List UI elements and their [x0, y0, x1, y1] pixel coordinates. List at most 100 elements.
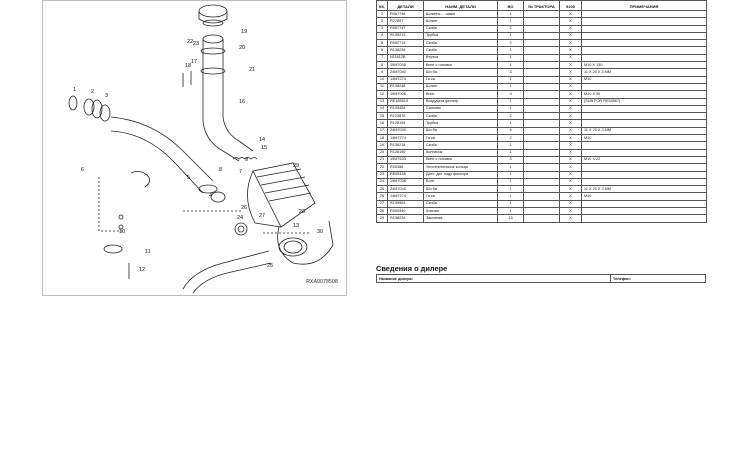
- item-number-cell: 4: [376, 31, 388, 41]
- tractor-number-cell: [523, 31, 560, 41]
- part-number-cell: 14M7274: [387, 134, 424, 143]
- parts-table: КК. ДЕТАЛИ НАИМ. ДЕТАЛИ ВО № ТРАКТОРА 91…: [376, 0, 707, 223]
- item-number-cell: 2: [376, 17, 388, 26]
- part-number-cell: R139963: [387, 199, 424, 209]
- model-mark-cell: X: [559, 199, 582, 209]
- table-header-row: КК. ДЕТАЛИ НАИМ. ДЕТАЛИ ВО № ТРАКТОРА 91…: [376, 0, 707, 11]
- quantity-cell: 1: [497, 192, 524, 201]
- part-name-cell: Датч. диг. поду фильтра: [423, 170, 498, 179]
- model-mark-cell: X: [559, 46, 582, 55]
- tractor-number-cell: [523, 17, 560, 26]
- item-number-cell: 25: [376, 185, 388, 194]
- header-tractor-number: № ТРАКТОРА: [523, 0, 560, 11]
- quantity-cell: 1: [497, 185, 524, 194]
- notes-cell: 11 X 20 X 3 MM: [581, 185, 707, 194]
- callout-number: 20: [239, 45, 245, 51]
- callout-number: 15: [261, 145, 267, 151]
- dealer-phone-label: Телефон:: [613, 277, 631, 281]
- notes-cell: [581, 104, 707, 114]
- part-name-cell: Болт: [423, 177, 498, 187]
- callout-number: 10: [119, 229, 125, 235]
- intake-pipe-right: [222, 39, 254, 152]
- quantity-cell: 1: [497, 206, 524, 216]
- notes-cell: M10: [581, 192, 707, 201]
- notes-cell: M10 X 22: [581, 155, 707, 165]
- part-number-cell: 19M7006: [387, 90, 424, 99]
- model-mark-cell: X: [559, 148, 582, 157]
- part-number-cell: R138248: [387, 82, 424, 92]
- intake-pipe-left: [202, 39, 240, 162]
- model-mark-cell: X: [559, 90, 582, 99]
- callout-number: 9: [245, 157, 248, 163]
- model-mark-cell: X: [559, 24, 582, 33]
- tractor-number-cell: [523, 141, 560, 150]
- notes-cell: [581, 214, 707, 223]
- item-number-cell: 26: [376, 192, 388, 201]
- item-number-cell: 3: [376, 24, 388, 33]
- model-mark-cell: X: [559, 141, 582, 150]
- tractor-number-cell: [523, 206, 560, 216]
- callout-number: 2: [91, 89, 94, 95]
- model-mark-cell: X: [559, 177, 582, 187]
- tractor-number-cell: [523, 163, 560, 172]
- callout-number: 22: [187, 39, 193, 45]
- tractor-number-cell: [523, 53, 560, 63]
- part-number-cell: 14M7274: [387, 75, 424, 84]
- tractor-number-cell: [523, 24, 560, 33]
- model-mark-cell: X: [559, 163, 582, 172]
- notes-cell: M10 X 30: [581, 90, 707, 99]
- part-number-cell: R138218: [387, 141, 424, 150]
- quantity-cell: 1: [497, 53, 524, 63]
- model-mark-cell: X: [559, 39, 582, 48]
- item-number-cell: 16: [376, 119, 388, 128]
- item-number-cell: 15: [376, 112, 388, 121]
- quantity-cell: 2: [497, 112, 524, 121]
- part-name-cell: Скоба: [423, 39, 498, 48]
- model-mark-cell: X: [559, 134, 582, 143]
- part-number-cell: R133454: [387, 104, 424, 114]
- model-mark-cell: X: [559, 192, 582, 201]
- callout-number: 8: [219, 167, 222, 173]
- dealer-section-title: Сведения о дилере: [376, 264, 448, 273]
- part-name-cell: Уплотнительное кольцо: [423, 163, 498, 172]
- notes-cell: [581, 170, 707, 179]
- part-number-cell: 19M7038: [387, 177, 424, 187]
- filter-outlet: [277, 220, 334, 265]
- notes-cell: [581, 119, 707, 128]
- callout-number: 23: [193, 41, 199, 47]
- quantity-cell: 1: [497, 17, 524, 26]
- header-part-number: ДЕТАЛИ: [387, 0, 424, 11]
- tractor-number-cell: [523, 46, 560, 55]
- model-mark-cell: X: [559, 155, 582, 165]
- quantity-cell: 13: [497, 214, 524, 223]
- model-mark-cell: X: [559, 82, 582, 92]
- item-number-cell: 13: [376, 97, 388, 106]
- callout-number: 11: [145, 249, 151, 255]
- part-name-cell: Скоба: [423, 112, 498, 121]
- callout-number: 19: [241, 29, 247, 35]
- notes-cell: [581, 39, 707, 48]
- part-name-cell: Колпачок: [423, 148, 498, 157]
- notes-cell: [581, 31, 707, 41]
- item-number-cell: 8: [376, 61, 388, 70]
- hose-lower: [182, 250, 270, 290]
